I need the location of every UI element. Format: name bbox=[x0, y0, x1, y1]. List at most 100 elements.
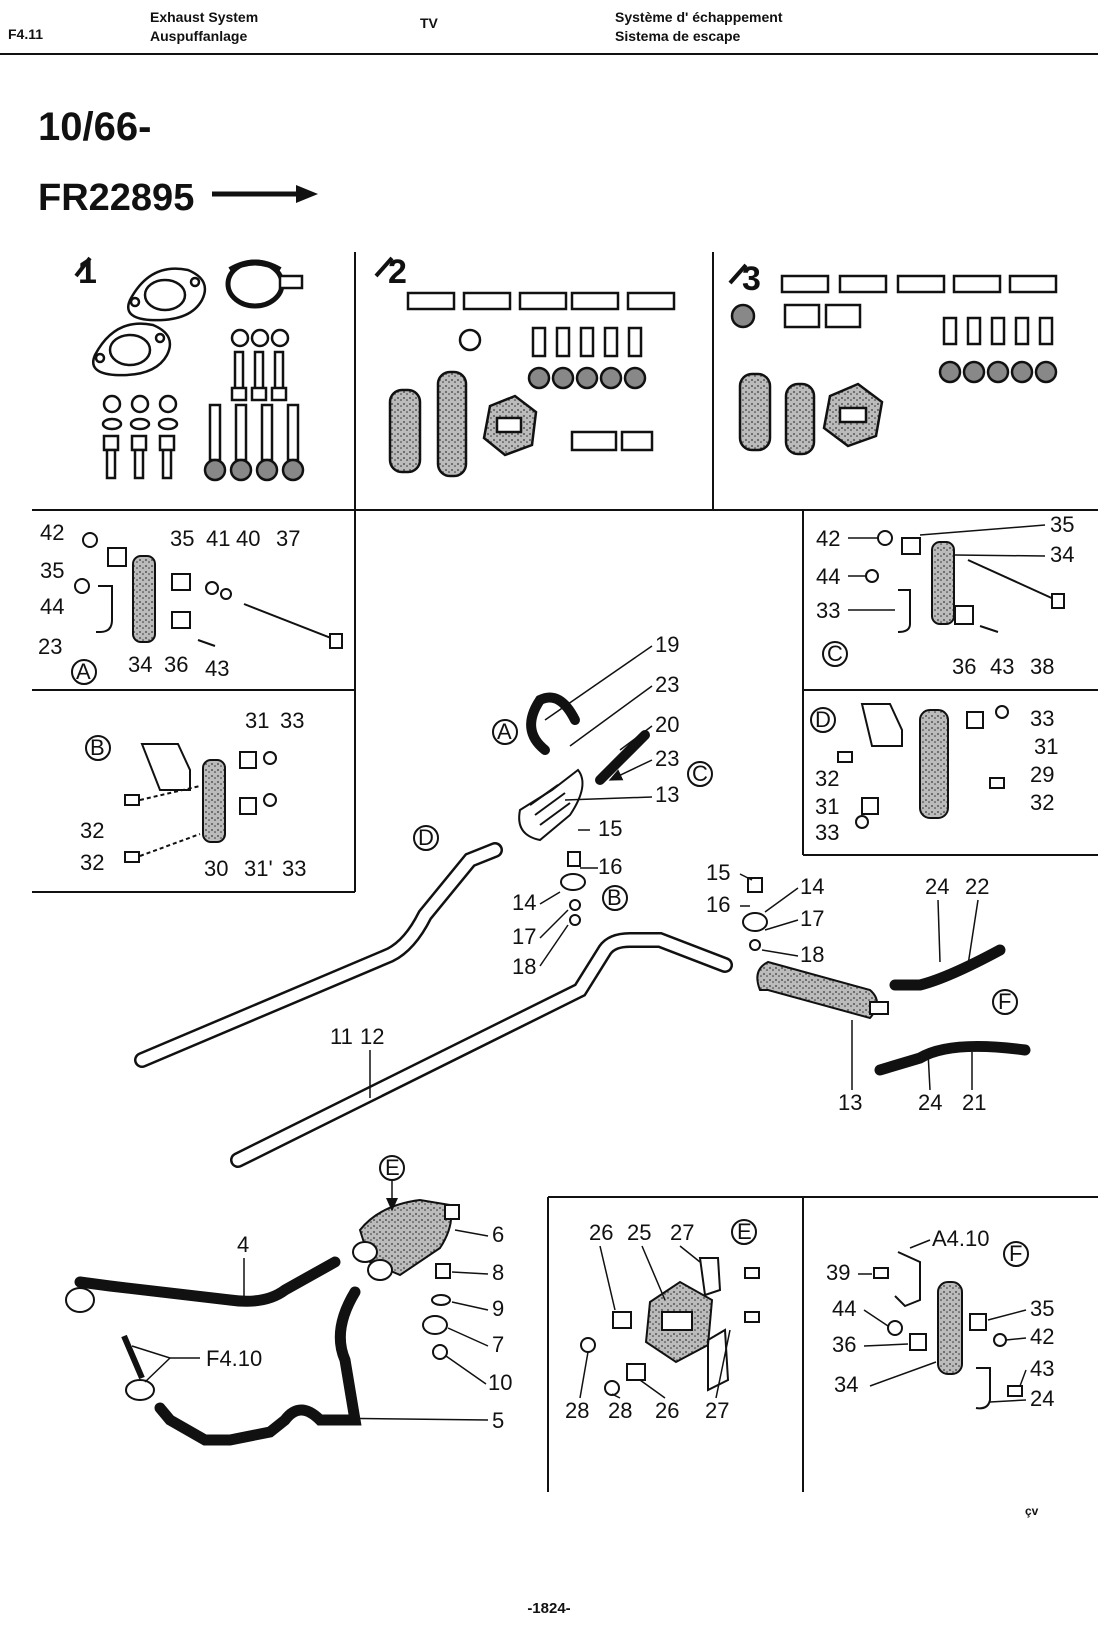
lower-marker-E: E bbox=[385, 1155, 400, 1180]
main-marker-F: F bbox=[998, 989, 1011, 1014]
E-27b: 27 bbox=[705, 1398, 729, 1423]
title-en: Exhaust System bbox=[150, 9, 259, 25]
E-25: 25 bbox=[627, 1220, 651, 1245]
main-24b: 24 bbox=[918, 1090, 942, 1115]
C-33: 33 bbox=[816, 598, 840, 623]
main-marker-D: D bbox=[418, 825, 434, 850]
kit-3-clip-a bbox=[783, 303, 821, 329]
main-18a: 18 bbox=[512, 954, 536, 979]
kit-2-parts bbox=[388, 291, 676, 478]
E-marker: E bbox=[737, 1219, 752, 1244]
kit-1-parts bbox=[92, 259, 305, 482]
B-32b: 32 bbox=[80, 850, 104, 875]
main-17b: 17 bbox=[800, 906, 824, 931]
A-23: 23 bbox=[38, 634, 62, 659]
page-number: -1824- bbox=[527, 1600, 571, 1617]
A-35b: 35 bbox=[170, 526, 194, 551]
main-exhaust bbox=[134, 692, 1031, 1168]
rear-muffler bbox=[756, 960, 889, 1020]
front-muffler bbox=[518, 768, 584, 842]
rubber-strap-a bbox=[388, 388, 422, 474]
kit-2-bolts bbox=[527, 326, 647, 390]
C-44: 44 bbox=[816, 564, 840, 589]
lower-10: 10 bbox=[488, 1370, 512, 1395]
F-44: 44 bbox=[832, 1296, 856, 1321]
D-29: 29 bbox=[1030, 762, 1054, 787]
lower-5: 5 bbox=[492, 1408, 504, 1433]
A-42: 42 bbox=[40, 520, 64, 545]
B-30: 30 bbox=[204, 856, 228, 881]
C-34: 34 bbox=[1050, 542, 1074, 567]
main-markers: A C D B F bbox=[413, 719, 1018, 1015]
E-26: 26 bbox=[589, 1220, 613, 1245]
F-35: 35 bbox=[1030, 1296, 1054, 1321]
main-22: 22 bbox=[965, 874, 989, 899]
B-33b: 33 bbox=[282, 856, 306, 881]
lower-assembly bbox=[65, 1198, 460, 1446]
main-18b: 18 bbox=[800, 942, 824, 967]
B-31p: 31' bbox=[244, 856, 273, 881]
clips-row bbox=[406, 291, 676, 311]
kit-1-number: 1 bbox=[78, 253, 97, 291]
main-24a: 24 bbox=[925, 874, 949, 899]
detail-box-E: E 26 25 27 28 28 26 27 bbox=[565, 1219, 760, 1423]
kit-2-nut bbox=[458, 328, 482, 352]
A-43: 43 bbox=[205, 656, 229, 681]
main-13b: 13 bbox=[838, 1090, 862, 1115]
E-27: 27 bbox=[670, 1220, 694, 1245]
A-34: 34 bbox=[128, 652, 152, 677]
main-16b: 16 bbox=[706, 892, 730, 917]
kit-3-number: 3 bbox=[742, 260, 761, 298]
D-32a: 32 bbox=[815, 766, 839, 791]
A-36: 36 bbox=[164, 652, 188, 677]
F-marker: F bbox=[1009, 1241, 1022, 1266]
main-marker-A: A bbox=[497, 719, 512, 744]
A-40: 40 bbox=[236, 526, 260, 551]
F-36: 36 bbox=[832, 1332, 856, 1357]
main-19: 19 bbox=[655, 632, 679, 657]
main-20: 20 bbox=[655, 712, 679, 737]
main-marker-C: C bbox=[692, 761, 708, 786]
C-42: 42 bbox=[816, 526, 840, 551]
B-31: 31 bbox=[245, 708, 269, 733]
D-marker: D bbox=[815, 707, 831, 732]
main-marker-B: B bbox=[607, 885, 622, 910]
C-35: 35 bbox=[1050, 512, 1074, 537]
signature: çv bbox=[1025, 1504, 1039, 1518]
lower-6: 6 bbox=[492, 1222, 504, 1247]
C-marker: C bbox=[827, 641, 843, 666]
lower-ref: F4.10 bbox=[206, 1346, 262, 1371]
detail-box-B: B 31 33 32 32 30 31' 33 bbox=[80, 708, 306, 881]
main-21: 21 bbox=[962, 1090, 986, 1115]
main-labels: 19 23 20 23 13 15 16 14 17 18 15 16 14 1… bbox=[330, 632, 989, 1115]
A-41: 41 bbox=[206, 526, 230, 551]
lower-labels: 4 6 8 9 7 10 5 F4.10 E bbox=[206, 1155, 512, 1433]
kit-2-number: 2 bbox=[388, 253, 407, 291]
kit-3-clip-b bbox=[824, 303, 862, 329]
main-15b: 15 bbox=[706, 860, 730, 885]
exhaust-clamp bbox=[225, 259, 304, 309]
detail-box-D: D 33 31 29 32 32 31 33 bbox=[810, 703, 1058, 845]
E-26b: 26 bbox=[655, 1398, 679, 1423]
C-43: 43 bbox=[990, 654, 1014, 679]
D-33b: 33 bbox=[815, 820, 839, 845]
title-de: Auspuffanlage bbox=[150, 28, 248, 44]
C-36: 36 bbox=[952, 654, 976, 679]
detail-box-A: 42 35 44 23 35 41 40 37 34 36 43 A bbox=[38, 520, 343, 685]
F-43: 43 bbox=[1030, 1356, 1054, 1381]
main-14b: 14 bbox=[800, 874, 824, 899]
panel-grid bbox=[32, 252, 1098, 1492]
detail-box-F: F A4.10 39 44 35 36 42 43 34 24 bbox=[826, 1226, 1054, 1411]
B-marker: B bbox=[90, 735, 105, 760]
main-23a: 23 bbox=[655, 672, 679, 697]
main-12: 12 bbox=[360, 1024, 384, 1049]
lower-leaders bbox=[131, 1180, 489, 1421]
page-ref: F4.11 bbox=[8, 26, 44, 42]
C-38: 38 bbox=[1030, 654, 1054, 679]
F-39: 39 bbox=[826, 1260, 850, 1285]
main-16a: 16 bbox=[598, 854, 622, 879]
B-33: 33 bbox=[280, 708, 304, 733]
main-11: 11 bbox=[330, 1024, 353, 1049]
D-33: 33 bbox=[1030, 706, 1054, 731]
